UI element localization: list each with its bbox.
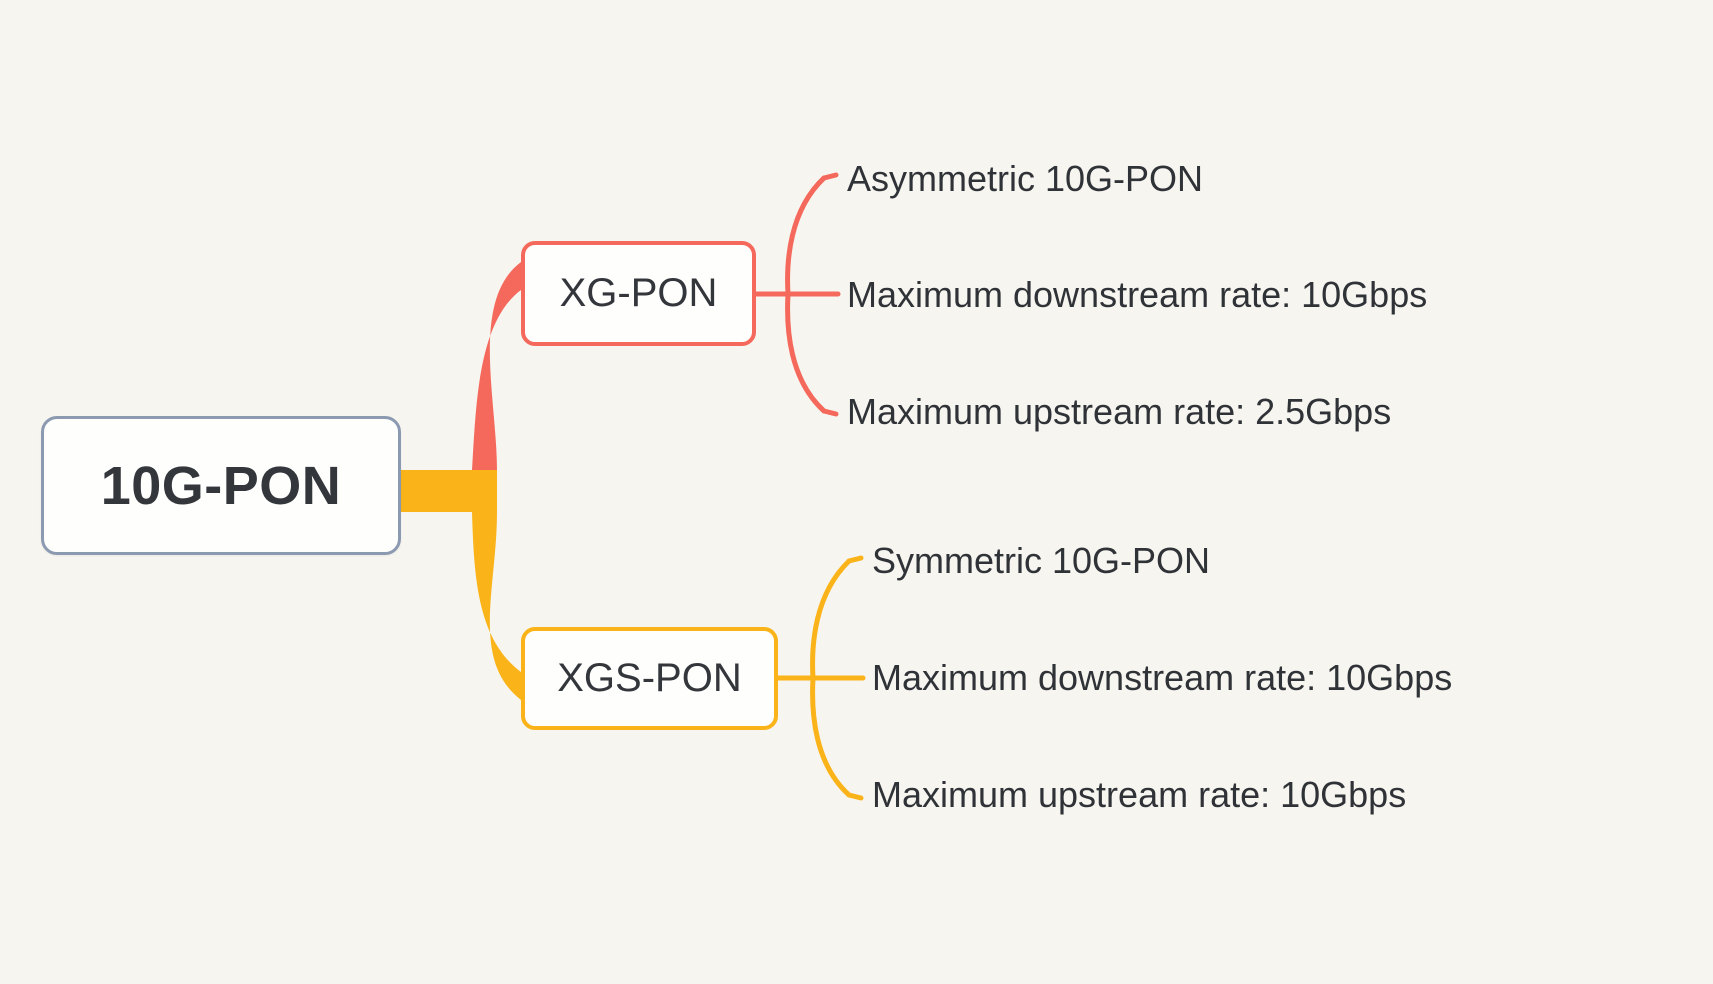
branch-node-label-xgs-pon: XGS-PON [557, 656, 742, 700]
root-junction-stub [401, 470, 497, 512]
leaf-spine-xgs-pon [810, 558, 852, 798]
leaf-tail-xg-pon-3 [821, 408, 839, 417]
leaf-node-xg-pon-upstream[interactable]: Maximum upstream rate: 2.5Gbps [847, 391, 1392, 432]
leaf-tail-xgs-pon-3 [846, 792, 864, 801]
branch-node-xg-pon[interactable]: XG-PON [521, 241, 756, 346]
leaf-node-xg-pon-downstream[interactable]: Maximum downstream rate: 10Gbps [847, 274, 1428, 315]
root-node-10g-pon[interactable]: 10G-PON [41, 416, 401, 555]
leaf-node-xgs-pon-downstream[interactable]: Maximum downstream rate: 10Gbps [872, 657, 1453, 698]
leaf-tail-xg-pon-1 [821, 172, 839, 181]
leaf-node-xg-pon-asymmetric[interactable]: Asymmetric 10G-PON [847, 158, 1204, 199]
leaf-node-xgs-pon-symmetric[interactable]: Symmetric 10G-PON [872, 540, 1211, 581]
leaf-tail-xgs-pon-1 [846, 555, 864, 564]
branch-node-xgs-pon[interactable]: XGS-PON [521, 627, 778, 730]
branch-curve-xg-pon [472, 262, 521, 470]
leaf-spine-xg-pon [785, 175, 827, 414]
branch-curve-xgs-pon [472, 512, 521, 700]
root-node-label: 10G-PON [100, 455, 342, 516]
branch-node-label-xg-pon: XG-PON [559, 271, 718, 315]
leaf-node-xgs-pon-upstream[interactable]: Maximum upstream rate: 10Gbps [872, 774, 1407, 815]
